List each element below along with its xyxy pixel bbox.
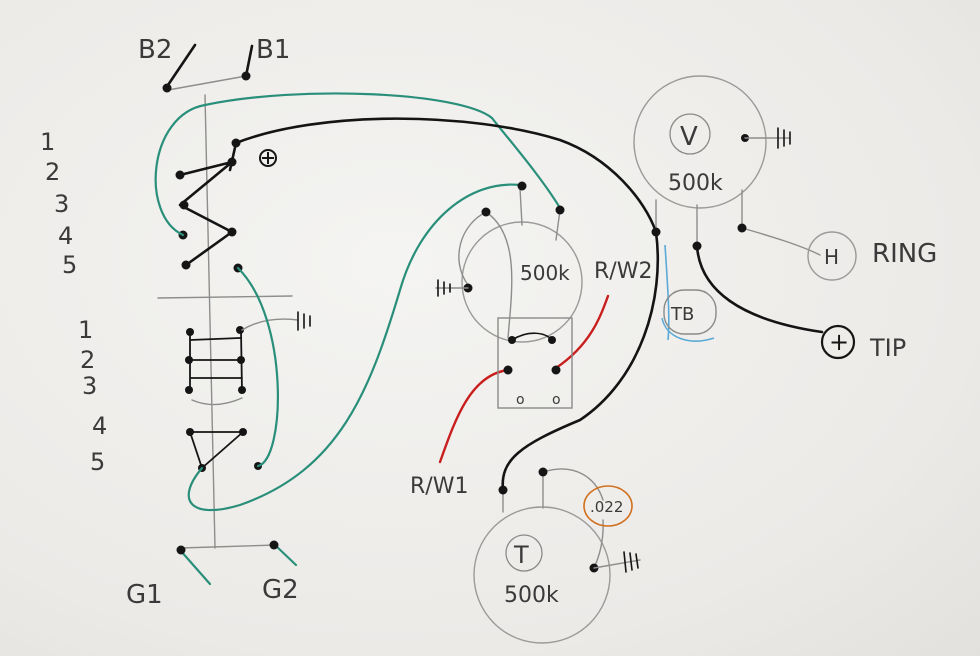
upper-position-numbers: 1 2 3 4 5: [40, 128, 77, 279]
svg-text:3: 3: [54, 190, 69, 218]
svg-text:4: 4: [92, 412, 107, 440]
switch-top-bar: [167, 75, 247, 91]
blend-pot-value: 500k: [520, 261, 570, 285]
tone-pot-lug-legs: [502, 468, 604, 569]
lower-deck-jumpers: [189, 329, 244, 469]
tone-pot-letter: T: [513, 541, 529, 569]
ring-connector: [807, 231, 857, 281]
svg-text:o: o: [552, 392, 561, 408]
tone-pot-ground-symbol: [593, 551, 641, 573]
g1-terminal: [176, 545, 186, 555]
switch-deck-divider: [157, 295, 293, 299]
label-b1: B1: [256, 35, 290, 65]
switch-plus-marker: [259, 149, 277, 167]
tip-symbol: +: [829, 328, 849, 356]
ring-label: RING: [872, 239, 937, 269]
blend-pot-lug-legs: [519, 187, 561, 241]
rw2-label: R/W2: [594, 259, 652, 284]
capacitor-outline: [583, 485, 633, 527]
red-wire-rw2: [554, 294, 610, 370]
selector-switch: [157, 43, 311, 586]
svg-text:5: 5: [90, 448, 105, 476]
switch-ground-symbol: [297, 311, 311, 331]
blend-pot-switch-plate: [497, 317, 573, 409]
output-jack: [807, 231, 857, 360]
b2-lead: [164, 43, 197, 90]
volume-pot-lug-legs: [655, 189, 743, 247]
upper-deck-jumpers: [178, 160, 234, 267]
svg-text:4: 4: [58, 222, 73, 250]
g2-lead: [273, 543, 298, 567]
b1-terminal: [241, 71, 251, 81]
volume-pot-body: [633, 75, 767, 209]
blend-pot: o o: [435, 181, 583, 409]
red-wire-rw1: [438, 368, 510, 464]
g2-terminal: [269, 540, 279, 550]
treble-bleed-label: TB: [670, 304, 694, 325]
volume-pot-letter: V: [680, 122, 698, 152]
b1-lead: [244, 44, 254, 78]
svg-text:o: o: [516, 392, 525, 408]
tone-pot-body: [473, 506, 611, 644]
label-g1: G1: [126, 580, 163, 610]
label-b2: B2: [138, 35, 172, 65]
b2-terminal: [162, 83, 172, 93]
svg-text:5: 5: [62, 251, 77, 279]
lower-deck-arc: [191, 397, 243, 406]
label-g2: G2: [262, 575, 299, 605]
volume-pot: [633, 75, 791, 251]
tone-pot: [473, 467, 641, 644]
capacitor-value: .022: [590, 498, 623, 516]
svg-text:3: 3: [82, 372, 97, 400]
svg-text:2: 2: [80, 346, 95, 374]
blend-pot-pencil-loop: [458, 211, 513, 339]
switch-center-shaft: [204, 94, 216, 549]
tip-connector: [820, 324, 856, 360]
blend-pot-ground-symbol: [435, 279, 469, 297]
g1-lead: [178, 548, 212, 586]
lower-position-numbers: 1 2 3 4 5: [78, 316, 107, 476]
volume-pot-ground-symbol: [744, 127, 791, 149]
tb-lead-left: [664, 244, 670, 341]
black-wire-volume-to-tip: [695, 244, 824, 334]
green-wire-upper-to-lower: [236, 266, 279, 468]
treble-bleed: [661, 289, 717, 342]
black-wire-switch-to-volume: [234, 117, 658, 234]
tone-pot-letter-ring: [505, 534, 543, 572]
ring-symbol: H: [824, 245, 839, 269]
svg-text:1: 1: [40, 128, 55, 156]
volume-pot-value: 500k: [668, 171, 723, 196]
tip-label: TIP: [869, 334, 906, 362]
ground-bar: [179, 544, 277, 549]
svg-text:1: 1: [78, 316, 93, 344]
svg-text:2: 2: [45, 158, 60, 186]
ring-wire: [741, 227, 821, 256]
green-wire-switch-to-blend-top: [154, 92, 562, 237]
rw1-label: R/W1: [410, 474, 468, 499]
black-wire-volume-to-tone: [501, 230, 660, 492]
green-wire-lower-deck-to-blend: [187, 183, 522, 512]
tone-pot-value: 500k: [504, 583, 559, 608]
volume-pot-letter-ring: [669, 113, 711, 155]
